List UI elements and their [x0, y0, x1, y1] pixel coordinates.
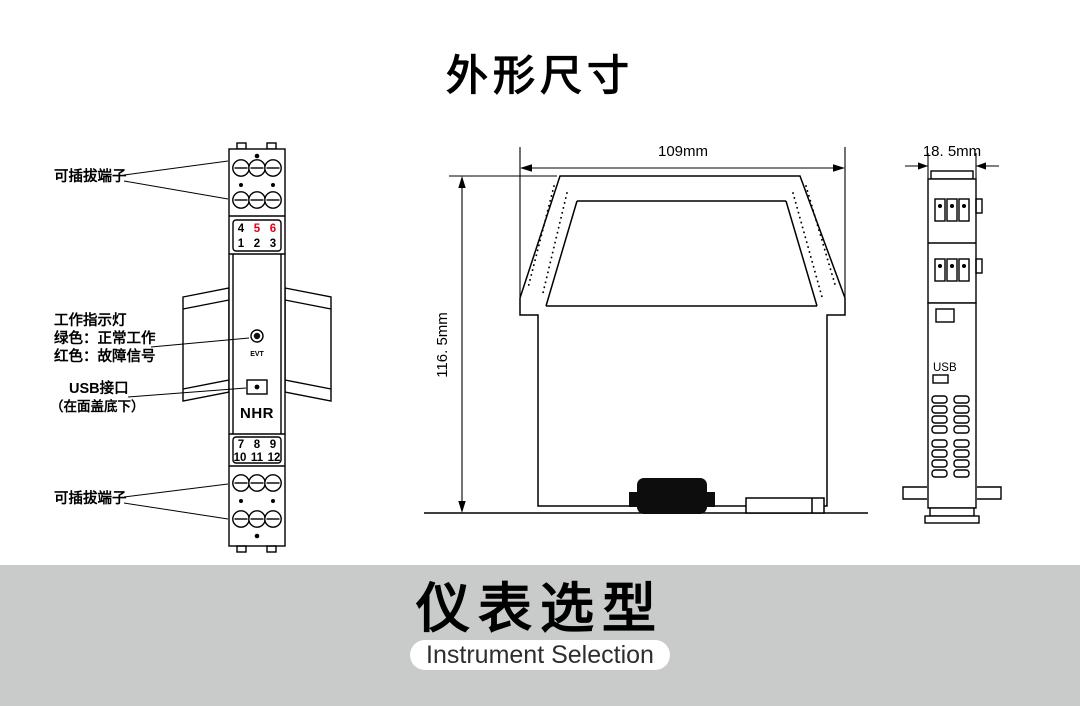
label-bottom-terminal: 可插拔端子 — [54, 489, 127, 507]
height-dimension — [449, 175, 557, 513]
terminal-number: 7 — [238, 439, 244, 451]
bottom-terminal-screws — [232, 474, 282, 539]
brand-logo: NHR — [240, 405, 274, 422]
label-indicator-2: 绿色：正常工作 — [54, 329, 156, 347]
terminal-number: 5 — [254, 223, 261, 235]
terminal-number: 2 — [254, 238, 260, 250]
front-view-annotations: 可插拔端子 工作指示灯 绿色：正常工作 红色：故障信号 USB接口 （在面盖底下… — [50, 160, 250, 520]
banner-title: 仪表选型 — [416, 579, 664, 639]
din-rail-connector — [629, 478, 715, 514]
end-view — [902, 153, 1002, 524]
usb-port-side — [932, 374, 949, 384]
top-terminal-screws — [232, 153, 282, 209]
terminal-number: 8 — [254, 439, 261, 451]
end-width-dim: 18. 5mm — [923, 143, 981, 160]
end-width-dimension — [905, 153, 999, 179]
side-view — [424, 147, 868, 514]
top-number-plate — [232, 219, 282, 252]
label-indicator-3: 红色：故障信号 — [54, 347, 156, 365]
label-usb-2: （在面盖底下） — [50, 398, 145, 414]
status-led-icon — [250, 329, 264, 343]
side-width-dim: 109mm — [658, 143, 708, 160]
front-view — [182, 142, 332, 553]
terminal-number: 9 — [270, 439, 276, 451]
vent-slots — [931, 395, 970, 478]
terminal-number: 6 — [270, 223, 276, 235]
rail-clip — [745, 497, 825, 514]
terminal-number: 4 — [238, 223, 245, 235]
terminal-number: 12 — [268, 452, 281, 464]
bottom-number-plate — [232, 436, 282, 464]
terminal-number: 10 — [234, 452, 247, 464]
section-banner: 仪表选型 Instrument Selection — [0, 565, 1080, 706]
width-dimension — [519, 147, 846, 297]
end-rail — [902, 486, 1002, 500]
end-usb-label: USB — [933, 362, 957, 374]
end-terminal-slots-lower — [934, 258, 970, 282]
terminal-number: 1 — [238, 238, 245, 250]
latch — [935, 308, 955, 323]
evt-label: EVT — [250, 351, 264, 358]
label-indicator-1: 工作指示灯 — [54, 311, 127, 329]
usb-port-icon — [246, 379, 268, 395]
banner-subtitle-row: Instrument Selection — [0, 638, 1080, 670]
side-height-dim: 116. 5mm — [434, 312, 451, 378]
front-view-texts: 4 5 6 1 2 3 7 8 9 10 11 12 EVT NHR — [234, 223, 281, 464]
terminal-number: 3 — [270, 238, 276, 250]
label-usb-1: USB接口 — [69, 379, 129, 397]
dimension-drawings: 4 5 6 1 2 3 7 8 9 10 11 12 EVT NHR 可插拔端子… — [50, 142, 1002, 553]
label-top-terminal: 可插拔端子 — [54, 167, 127, 185]
terminal-number: 11 — [251, 452, 264, 464]
end-terminal-slots-upper — [934, 198, 970, 222]
page-title: 外形尺寸 — [445, 52, 634, 99]
banner-subtitle: Instrument Selection — [410, 639, 670, 670]
side-profile — [519, 175, 846, 507]
